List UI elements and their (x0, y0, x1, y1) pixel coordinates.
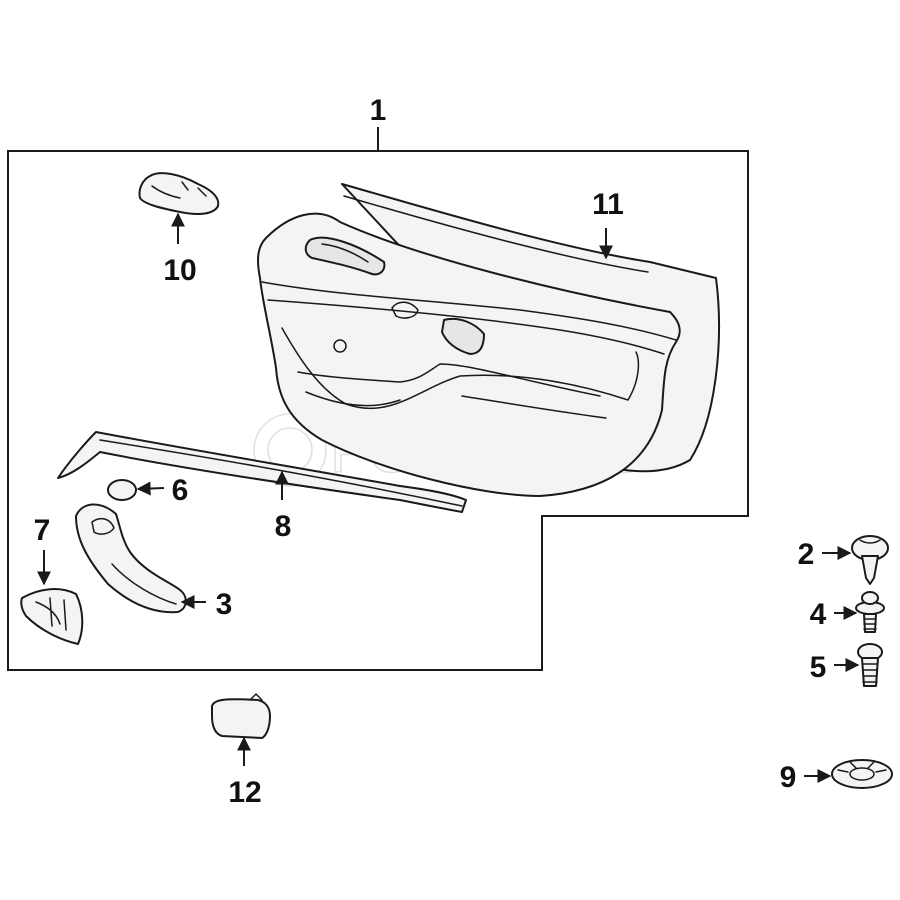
callout-3: 3 (216, 588, 233, 621)
retainer-nut (831, 759, 893, 789)
callout-1: 1 (370, 94, 387, 127)
callout-6: 6 (172, 474, 189, 507)
assembly-frame (7, 150, 749, 671)
small-cover (211, 693, 271, 739)
callout-4: 4 (810, 598, 827, 631)
leader-6 (136, 481, 165, 496)
mirror-cover (138, 172, 220, 215)
callout-12: 12 (228, 776, 261, 809)
callout-2: 2 (798, 538, 815, 571)
callout-10: 10 (163, 254, 196, 287)
callout-5: 5 (810, 651, 827, 684)
handle-bracket (20, 588, 84, 645)
callout-11: 11 (592, 188, 624, 221)
pull-handle (75, 503, 187, 614)
callout-9: 9 (780, 761, 797, 794)
callout-7: 7 (34, 514, 51, 547)
callout-8: 8 (275, 510, 292, 543)
small-cap (107, 479, 137, 501)
push-clip (851, 535, 889, 585)
bolt (857, 643, 883, 687)
trim-strip (57, 431, 467, 513)
door-trim-panel (257, 212, 681, 497)
screw-with-washer (855, 591, 885, 633)
